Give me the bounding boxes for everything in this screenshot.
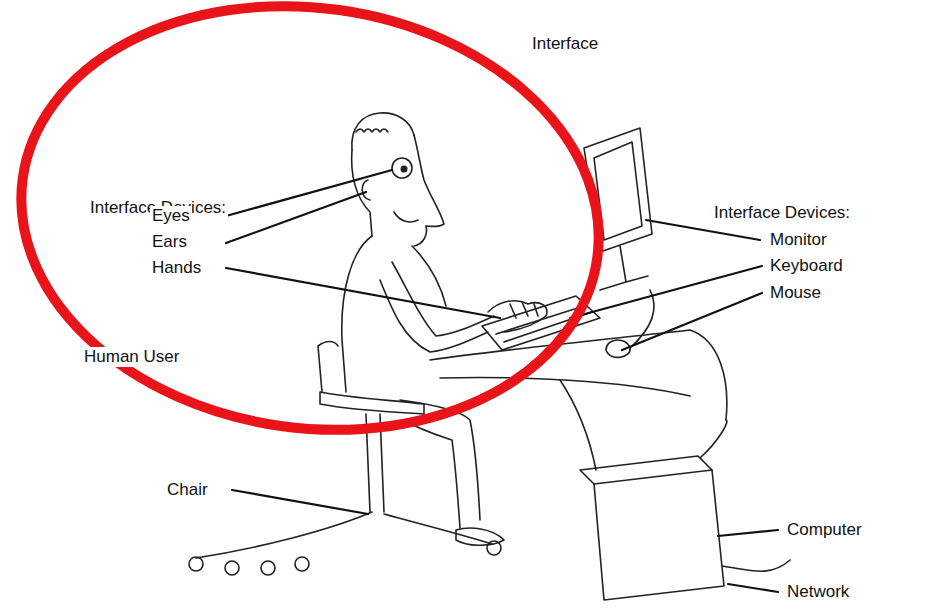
label-box: Human User <box>82 347 181 367</box>
part-label: Mouse <box>768 283 823 303</box>
label-box: Ears <box>150 232 189 252</box>
highlight-ellipse <box>0 0 626 466</box>
monitor-stand <box>600 246 648 290</box>
smile <box>394 212 418 222</box>
group-label: Interface Devices: <box>712 203 852 223</box>
network-cable <box>722 560 790 571</box>
leader-line <box>728 584 778 592</box>
eye <box>392 158 412 178</box>
computer-cable <box>700 420 727 458</box>
face-profile <box>414 135 444 246</box>
part-label: Chair <box>165 480 210 500</box>
leg-back <box>404 420 460 528</box>
leader-line <box>232 490 368 514</box>
group-label: Human User <box>82 347 181 367</box>
part-label: Network <box>785 582 851 602</box>
caster <box>189 557 203 571</box>
label-box: Interface Devices: <box>712 203 852 223</box>
caster <box>225 561 239 575</box>
leader-line <box>226 192 366 243</box>
leader-line <box>718 530 778 536</box>
leader-line <box>646 220 760 240</box>
part-label: Ears <box>150 232 189 252</box>
arm <box>392 262 494 336</box>
caster <box>487 541 501 555</box>
shoe <box>456 528 504 545</box>
ear <box>362 180 370 200</box>
heading-label: Interface <box>530 34 600 54</box>
arm-inner <box>380 280 488 352</box>
chair-base <box>196 512 492 558</box>
torso-front <box>412 246 446 306</box>
chair-seat <box>320 392 424 414</box>
label-box: Hands <box>150 258 203 278</box>
caster <box>261 561 275 575</box>
leader-lines <box>226 170 778 592</box>
person-sketch <box>342 113 547 545</box>
hair <box>352 113 414 150</box>
computer-side <box>580 456 712 484</box>
chair-sketch <box>189 342 501 576</box>
desk-leg <box>560 380 596 470</box>
leader-line <box>226 170 392 216</box>
part-label: Eyes <box>150 206 192 226</box>
hair-curls <box>356 129 388 132</box>
part-label: Hands <box>150 258 203 278</box>
label-box: Chair <box>165 480 210 500</box>
torso-back <box>342 236 372 392</box>
part-label: Computer <box>785 520 864 540</box>
part-label: Monitor <box>768 230 829 250</box>
caster <box>295 557 309 571</box>
computer-case <box>594 470 724 600</box>
computer-sketch <box>580 420 790 600</box>
label-box: Interface <box>530 34 600 54</box>
chair-back <box>318 342 338 393</box>
label-box: Keyboard <box>768 256 845 276</box>
label-box: Monitor <box>768 230 829 250</box>
leader-line <box>226 268 500 318</box>
desk-sketch <box>430 128 727 470</box>
label-box: Network <box>785 582 851 602</box>
leader-line <box>622 293 762 350</box>
label-box: Computer <box>785 520 864 540</box>
label-box: Mouse <box>768 283 823 303</box>
part-label: Keyboard <box>768 256 845 276</box>
pupil <box>401 166 408 173</box>
label-box: Eyes <box>150 206 192 226</box>
